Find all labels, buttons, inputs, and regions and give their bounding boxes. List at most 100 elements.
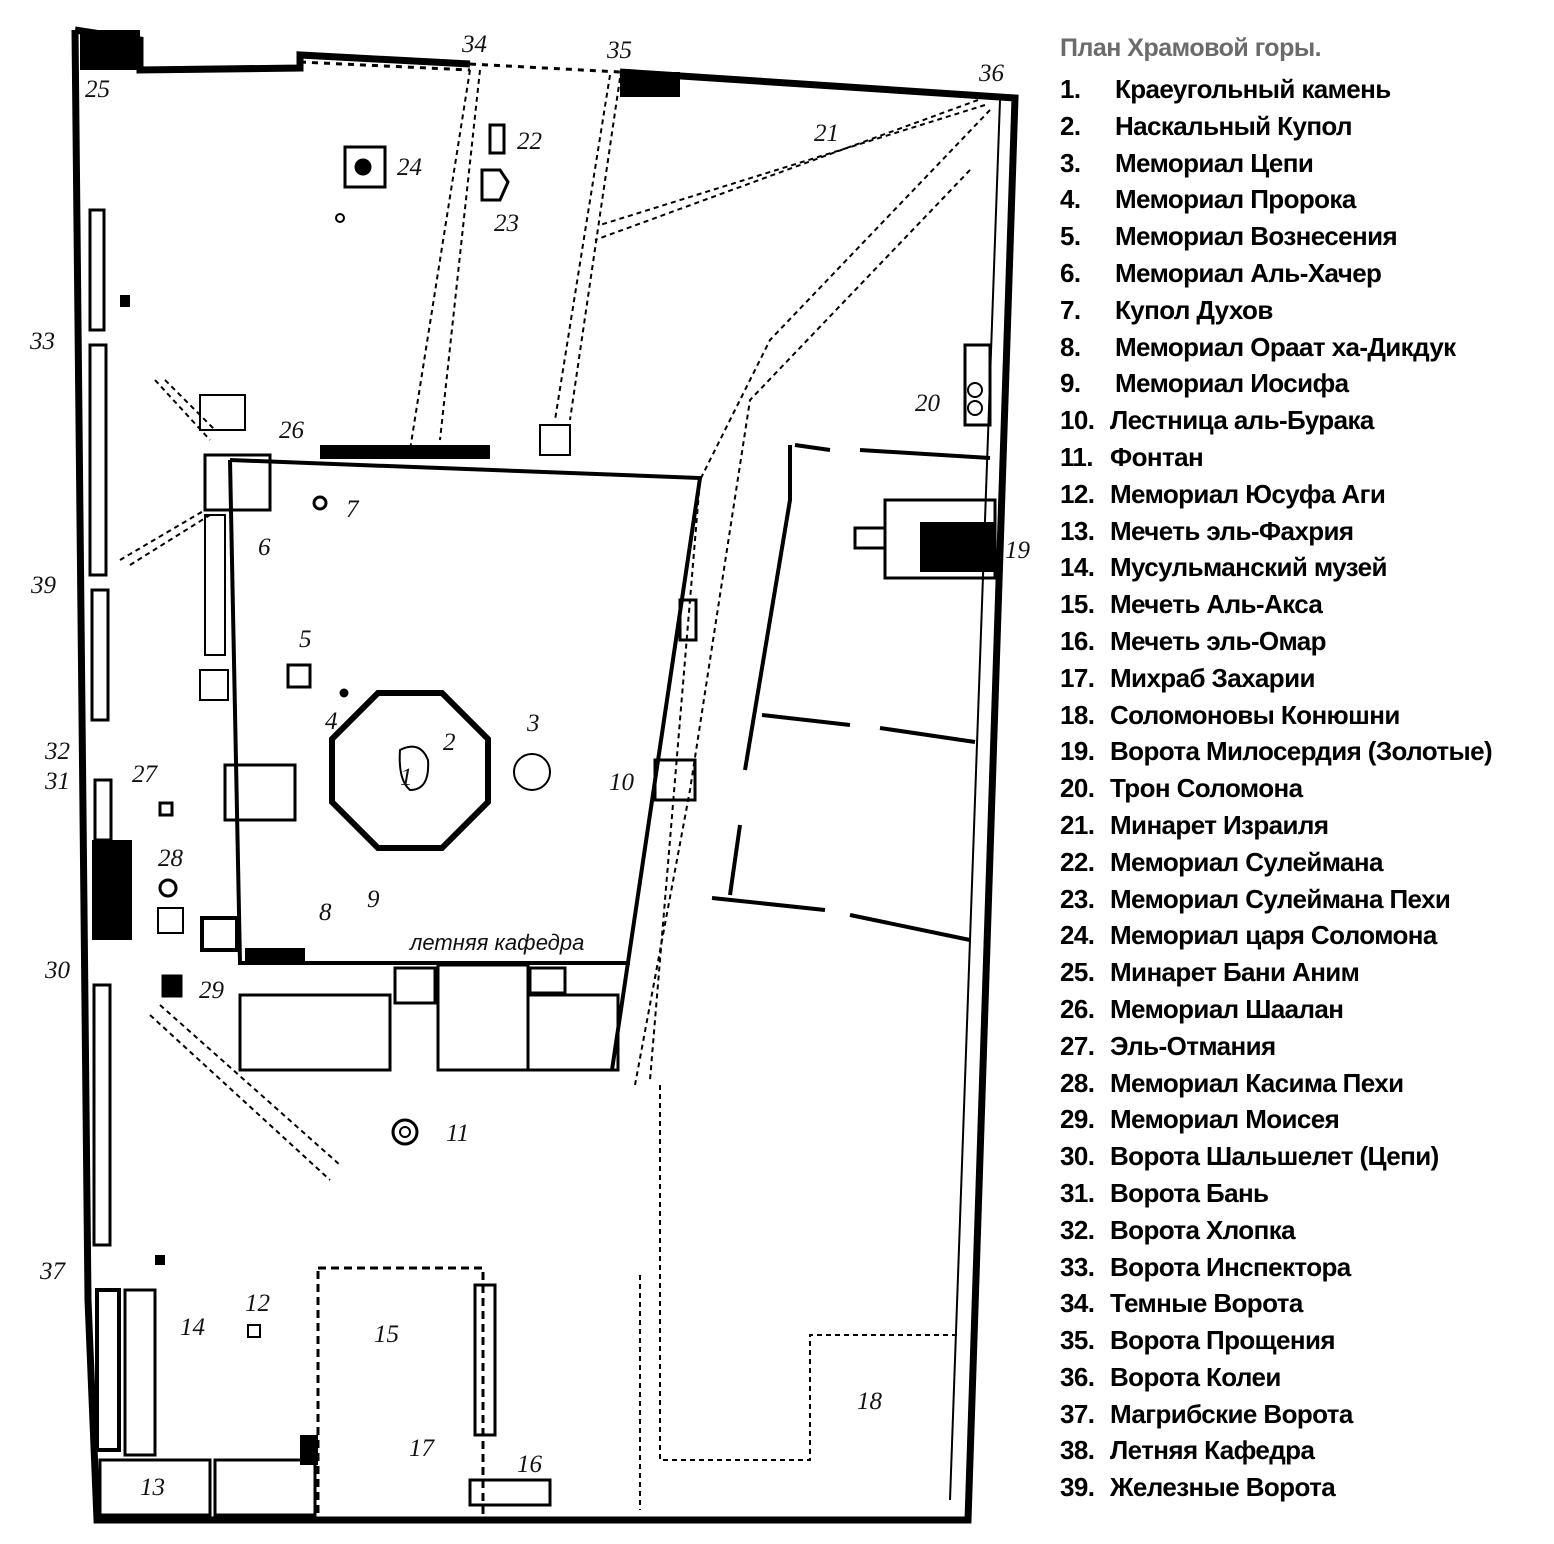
fountain (391, 1118, 419, 1146)
legend-item: 23.Мемориал Сулеймана Пехи (1060, 881, 1492, 918)
legend-item: 25. Минарет Бани Аним (1060, 954, 1492, 991)
legend-item-number: 7. (1060, 294, 1081, 325)
legend-item: 3. Мемориал Цепи (1060, 145, 1492, 182)
label-23: 23 (494, 210, 519, 237)
legend-item: 26.Мемориал Шаалан (1060, 991, 1492, 1028)
label-4: 4 (325, 708, 338, 735)
label-32: 32 (44, 738, 70, 765)
legend-item: 22.Мемориал Сулеймана (1060, 844, 1492, 881)
legend-item-label: Магрибские Ворота (1110, 1398, 1353, 1429)
legend-item-label: Ворота Инспектора (1110, 1251, 1351, 1282)
legend-item: 7. Купол Духов (1060, 292, 1492, 329)
legend-item: 9.Мемориал Иосифа (1060, 365, 1492, 402)
legend-item: 37. Магрибские Ворота (1060, 1396, 1492, 1433)
legend-item-number: 13. (1060, 515, 1095, 546)
label-36: 36 (978, 60, 1005, 87)
legend-item-number: 27. (1060, 1030, 1095, 1061)
label-9: 9 (367, 886, 380, 913)
legend-item-number: 12. (1060, 478, 1095, 509)
legend-item-number: 37. (1060, 1398, 1095, 1429)
legend-item-label: Мемориал Шаалан (1110, 993, 1344, 1024)
legend-item-number: 11. (1060, 441, 1094, 472)
legend-item: 18.Соломоновы Конюшни (1060, 697, 1492, 734)
legend-item-label: Ворота Прощения (1110, 1325, 1336, 1356)
label-14: 14 (180, 1314, 205, 1341)
legend-item-label: Мемориал Аль-Хачер (1115, 257, 1382, 288)
legend-item-label: Мемориал Вознесения (1115, 221, 1398, 252)
label-5: 5 (299, 626, 312, 653)
legend-item-number: 39. (1060, 1472, 1095, 1503)
legend-item: 19. Ворота Милосердия (Золотые) (1060, 733, 1493, 770)
legend-item-number: 14. (1060, 552, 1095, 583)
label-1: 1 (400, 764, 413, 791)
legend-item: 27. Эль-Отмания (1060, 1028, 1492, 1065)
legend-item-label: Темные Ворота (1110, 1288, 1303, 1319)
label-33: 33 (29, 328, 55, 355)
legend-item: 17. Михраб Захарии (1060, 660, 1492, 697)
legend-item: 14.Мусульманский музей (1060, 549, 1492, 586)
legend-item: 20.Трон Соломона (1060, 770, 1492, 807)
al-aqsa (316, 1266, 485, 1520)
legend-item-label: Михраб Захарии (1110, 662, 1315, 693)
legend-item-label: Мемориал Юсуфа Аги (1110, 478, 1386, 509)
legend-item-number: 19. (1060, 736, 1095, 767)
legend-item-number: 18. (1060, 699, 1095, 730)
legend-item: 39.Железные Ворота (1060, 1469, 1492, 1506)
legend-item: 30.Ворота Шальшелет (Цепи) (1060, 1138, 1492, 1175)
label-10: 10 (609, 769, 635, 796)
legend-item-label: Фонтан (1110, 441, 1204, 472)
legend-item-number: 33. (1060, 1251, 1095, 1282)
legend-item-label: Мечеть эль-Фахрия (1110, 515, 1354, 546)
legend-item-label: Ворота Колеи (1110, 1361, 1281, 1392)
legend-item-label: Мечеть Аль-Акса (1110, 589, 1323, 620)
legend-item-number: 10. (1060, 405, 1095, 436)
label-2: 2 (443, 729, 456, 756)
label-22: 22 (517, 128, 542, 155)
legend-item-label: Минарет Бани Аним (1110, 957, 1360, 988)
legend-item-label: Ворота Бань (1110, 1177, 1269, 1208)
legend-item-label: Мемориал царя Соломона (1110, 920, 1437, 951)
label-25: 25 (85, 76, 110, 103)
legend-item-number: 31. (1060, 1177, 1095, 1208)
legend-item-number: 17. (1060, 662, 1095, 693)
legend-item-label: Ворота Хлопка (1110, 1214, 1296, 1245)
legend-item: 24.Мемориал царя Соломона (1060, 917, 1492, 954)
label-34: 34 (461, 31, 487, 58)
legend-item-number: 22. (1060, 846, 1095, 877)
legend-item-number: 25. (1060, 957, 1095, 988)
legend-item: 34. Темные Ворота (1060, 1285, 1492, 1322)
legend-item-label: Купол Духов (1115, 294, 1273, 325)
label-28: 28 (158, 845, 184, 872)
label-24: 24 (397, 154, 422, 181)
legend: План Храмовой горы. 1.Краеугольный камен… (1060, 34, 1493, 1506)
temple-mount-plan: 1 2 3 4 5 6 7 8 9 10 11 12 13 14 15 16 1… (29, 26, 1031, 1524)
legend-item-number: 2. (1060, 110, 1081, 141)
legend-item: 16.Мечеть эль-Омар (1060, 623, 1492, 660)
legend-item-number: 9. (1060, 368, 1081, 399)
legend-item-number: 5. (1060, 221, 1081, 252)
legend-item: 2.Наскальный Купол (1060, 108, 1492, 145)
legend-item: 5. Мемориал Вознесения (1060, 218, 1492, 255)
legend-item-number: 3. (1060, 147, 1081, 178)
legend-item-number: 38. (1060, 1435, 1095, 1466)
legend-item-label: Мемориал Моисея (1110, 1104, 1340, 1135)
label-27: 27 (132, 761, 159, 788)
dome-of-the-rock (329, 690, 491, 851)
legend-item-label: Летняя Кафедра (1110, 1435, 1315, 1466)
label-13: 13 (140, 1474, 165, 1501)
legend-item-label: Мемориал Цепи (1115, 147, 1314, 178)
legend-item-number: 34. (1060, 1288, 1095, 1319)
legend-item: 36. Ворота Колеи (1060, 1359, 1492, 1396)
legend-item: 10.Лестница аль-Бурака (1060, 402, 1492, 439)
legend-item: 15.Мечеть Аль-Акса (1060, 586, 1492, 623)
legend-item-number: 35. (1060, 1325, 1095, 1356)
legend-item: 12. Мемориал Юсуфа Аги (1060, 476, 1492, 513)
legend-item-label: Эль-Отмания (1110, 1030, 1276, 1061)
legend-item-number: 21. (1060, 809, 1095, 840)
legend-item-number: 36. (1060, 1361, 1095, 1392)
legend-item-label: Ворота Милосердия (Золотые) (1110, 736, 1493, 767)
legend-item-label: Ворота Шальшелет (Цепи) (1110, 1141, 1439, 1172)
legend-item: 11. Фонтан (1060, 439, 1492, 476)
legend-item: 31. Ворота Бань (1060, 1175, 1492, 1212)
legend-item: 35. Ворота Прощения (1060, 1322, 1492, 1359)
